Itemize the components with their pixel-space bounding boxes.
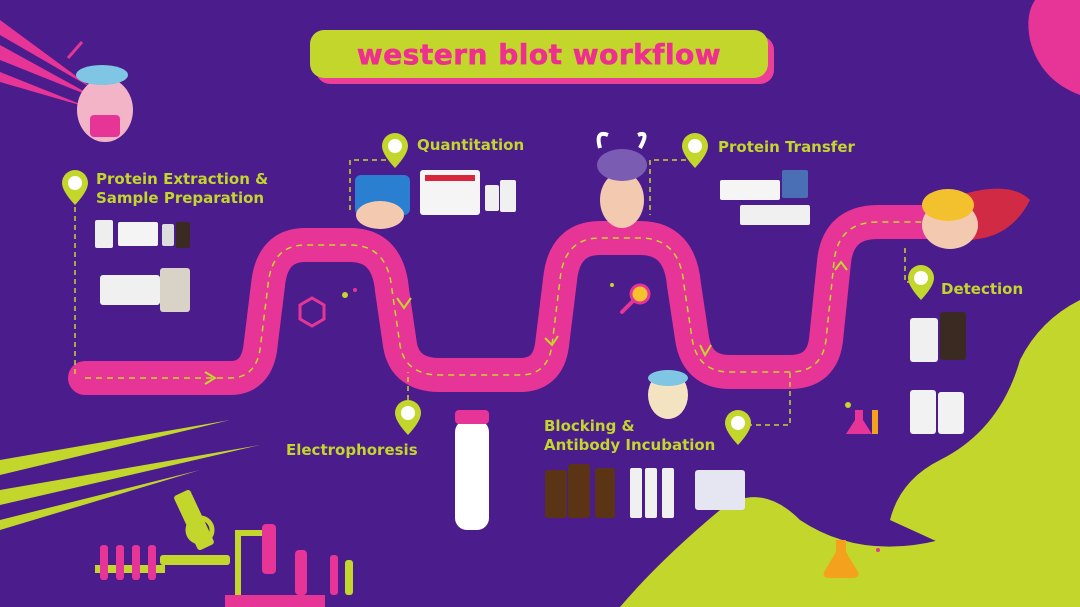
pet-mascot-icon <box>648 370 688 419</box>
step-label-extraction: Protein Extraction & Sample Preparation <box>96 170 268 208</box>
step-label-transfer: Protein Transfer <box>718 138 855 157</box>
pet-mascot-icon <box>596 131 647 228</box>
bottom-hill <box>620 497 1080 607</box>
step-label-blocking: Blocking & Antibody Incubation <box>544 417 715 455</box>
right-hill <box>890 300 1080 607</box>
location-pin-icon <box>725 410 751 445</box>
dashed-arrow-icon <box>204 260 848 385</box>
location-pin-icon <box>62 170 88 205</box>
molecule-icon <box>298 288 357 328</box>
step-label-quantitation: Quantitation <box>417 136 524 155</box>
pet-mascot-icon <box>66 41 133 142</box>
magnifier-icon <box>610 283 651 314</box>
location-pin-icon <box>395 400 421 435</box>
dashed-guide <box>85 221 930 379</box>
location-pin-icon <box>908 265 934 300</box>
pet-mascot-icon <box>922 188 1030 249</box>
step-label-line: Protein Extraction & <box>96 170 269 188</box>
light-rays <box>0 420 260 530</box>
pet-mascot-icon <box>455 410 489 530</box>
step-label-line: Electrophoresis <box>286 441 418 459</box>
step-label-line: Protein Transfer <box>718 138 855 156</box>
test-tube-rack-icon <box>95 545 165 580</box>
pink-rays <box>0 20 100 108</box>
page-title: western blot workflow <box>356 37 722 71</box>
flask-icon <box>845 402 878 434</box>
step-label-line: Sample Preparation <box>96 189 265 207</box>
location-pin-icon <box>682 133 708 168</box>
microscope-icon <box>160 489 230 565</box>
step-label-detection: Detection <box>941 280 1023 299</box>
pet-mascot-icon <box>355 175 410 229</box>
lab-stand-icon <box>225 524 353 607</box>
step-label-line: Detection <box>941 280 1024 298</box>
pin-connectors <box>74 159 921 426</box>
corner-shape <box>1028 0 1080 95</box>
workflow-path <box>68 205 947 395</box>
title-banner: western blot workflow <box>310 30 768 78</box>
flask-icon <box>823 540 880 578</box>
location-pin-icon <box>382 133 408 168</box>
step-label-line: Quantitation <box>417 136 525 154</box>
product-images <box>95 170 966 518</box>
step-label-electrophoresis: Electrophoresis <box>286 441 418 460</box>
step-label-line: Blocking & <box>544 417 635 435</box>
step-label-line: Antibody Incubation <box>544 436 716 454</box>
